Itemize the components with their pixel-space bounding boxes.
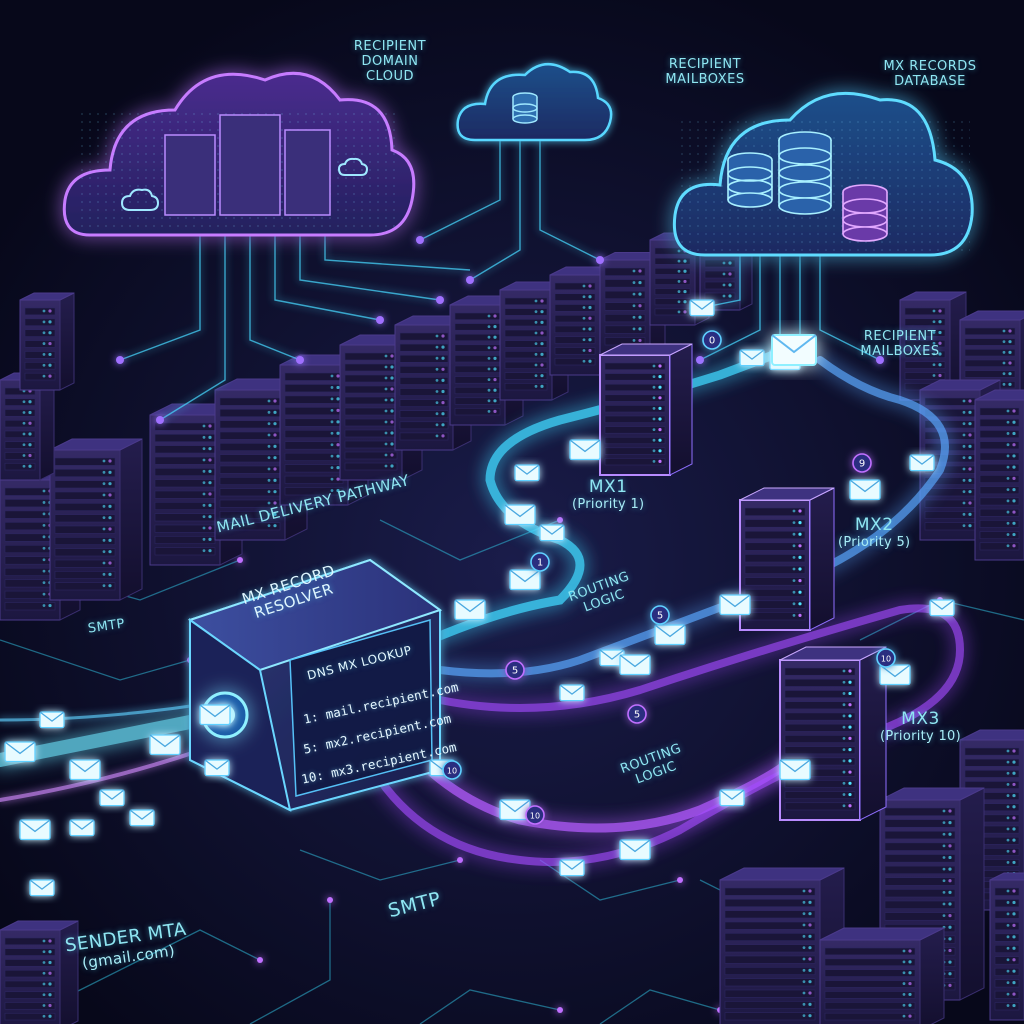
envelope-icon [30,880,54,896]
priority-badge: 5 [628,705,646,723]
server-rack-icon [975,390,1024,560]
envelope-icon [740,350,764,366]
svg-text:5: 5 [634,710,640,721]
envelope-icon [70,820,94,836]
server-rack-icon [820,928,944,1024]
svg-text:10: 10 [447,767,457,776]
envelope-icon [130,810,154,826]
label-mx-records-database: MX RECORDS DATABASE [870,60,990,90]
label-mx2: MX2 (Priority 5) [838,516,910,550]
envelope-icon [205,760,229,776]
svg-text:10: 10 [530,812,540,821]
priority-badge: 10 [877,649,895,667]
envelope-icon [510,570,540,590]
envelope-icon [720,790,744,806]
server-rack-icon [600,344,692,475]
envelope-icon [910,455,934,471]
envelope-icon [455,600,485,620]
envelope-icon [690,300,714,316]
envelope-icon [655,625,685,645]
envelope-icon [560,685,584,701]
priority-badge: 10 [526,806,544,824]
envelope-icon [505,505,535,525]
server-rack-icon [990,873,1024,1020]
envelope-icon [880,665,910,685]
envelope-icon [515,465,539,481]
priority-badge: 5 [651,606,669,624]
server-rack-icon [780,647,886,820]
svg-text:1: 1 [537,558,543,569]
envelope-icon [720,595,750,615]
envelope-icon [570,440,600,460]
priority-badge: 1 [531,553,549,571]
label-recipient-domain-cloud: RECIPIENT DOMAIN CLOUD [340,40,440,85]
envelope-icon [100,790,124,806]
svg-text:5: 5 [512,666,518,677]
label-mx1: MX1 (Priority 1) [572,478,644,512]
priority-badge: 0 [703,331,721,349]
server-rack-icon [740,488,834,630]
envelope-icon [780,760,810,780]
envelope-icon [930,600,954,616]
server-rack-icon [20,293,74,390]
envelope-icon [620,655,650,675]
envelope-icon [70,760,100,780]
label-mx3: MX3 (Priority 10) [880,710,961,744]
envelope-icon [540,525,564,541]
envelope-icon [150,735,180,755]
envelope-icon [772,335,816,365]
label-recipient-mailboxes-top: RECIPIENT MAILBOXES [650,58,760,88]
svg-text:10: 10 [881,655,891,664]
database-icon [513,93,537,123]
mx-records-database-cloud [674,93,972,255]
envelope-icon [40,712,64,728]
envelope-icon [560,860,584,876]
svg-text:5: 5 [657,611,663,622]
label-recipient-mailboxes-right: RECIPIENT MAILBOXES [840,330,960,360]
priority-badge: 5 [506,661,524,679]
server-rack-icon [50,439,142,600]
svg-text:0: 0 [709,336,715,347]
envelope-icon [850,480,880,500]
envelope-icon [5,742,35,762]
envelope-icon [620,840,650,860]
priority-badge: 9 [853,454,871,472]
priority-badge: 10 [443,761,461,779]
svg-text:9: 9 [859,459,865,470]
envelope-icon [200,705,230,725]
envelope-icon [20,820,50,840]
